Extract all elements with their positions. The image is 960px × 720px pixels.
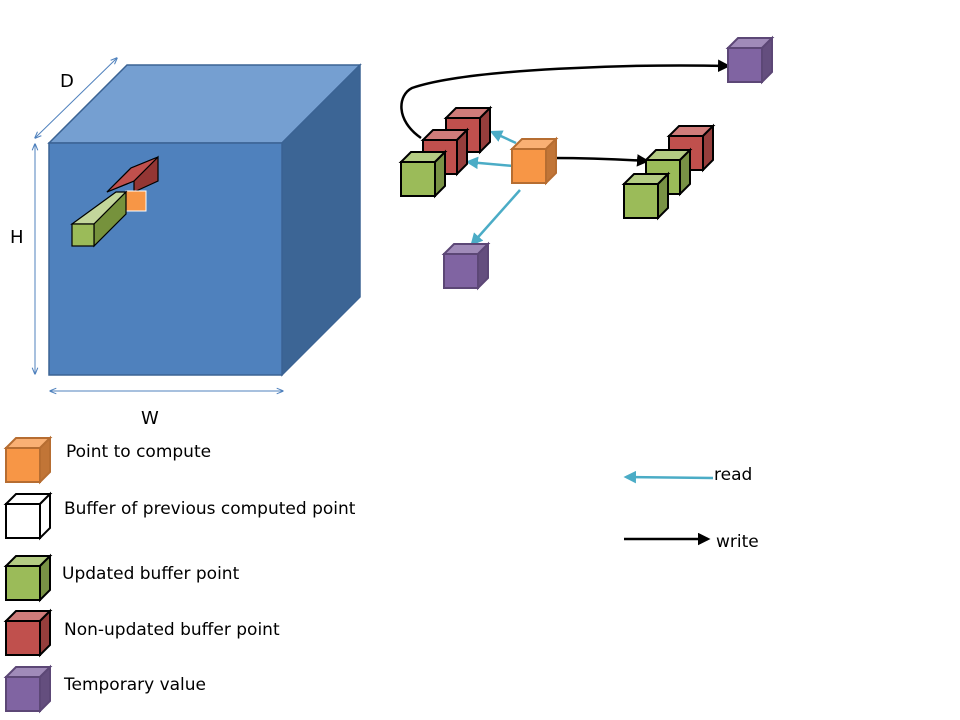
read-key-label: read — [714, 465, 752, 485]
volume-point-to-compute — [125, 190, 147, 212]
legend-label-updated-buffer: Updated buffer point — [62, 564, 240, 584]
legend-icon-buffer-previous — [3, 491, 53, 541]
volume-buffer-red-rod — [106, 155, 159, 193]
read-arrow-down — [470, 189, 521, 246]
legend-icon-updated — [3, 553, 53, 603]
stencil-cubes — [398, 35, 775, 291]
legend-label-point-to-compute: Point to compute — [66, 442, 211, 462]
read-key-arrow — [623, 470, 714, 484]
depth-dimension-line — [35, 58, 117, 138]
legend-icons — [3, 435, 53, 714]
read-arrow-top — [489, 130, 517, 145]
buffer-green-cube — [398, 149, 448, 199]
write-key-label: write — [716, 532, 759, 552]
buffer-green-cube-right-front — [621, 171, 671, 221]
height-axis-label: H — [10, 227, 24, 248]
legend-icon-non-updated — [3, 608, 53, 658]
temporary-value-cube-bottom — [441, 241, 491, 291]
temporary-value-cube-top — [725, 35, 775, 85]
point-to-compute-cube — [509, 136, 559, 186]
legend-label-buffer-previous: Buffer of previous computed point — [64, 499, 356, 519]
volume-front-face — [48, 142, 283, 376]
legend-icon-temporary — [3, 664, 53, 714]
write-arrow-to-temporary — [400, 59, 731, 140]
depth-axis-label: D — [60, 71, 74, 92]
legend-icon-point — [3, 435, 53, 485]
legend-label-non-updated-buffer: Non-updated buffer point — [64, 620, 280, 640]
write-arrow-to-buffer — [551, 154, 650, 167]
read-arrow-middle — [465, 156, 514, 170]
legend-label-temporary-value: Temporary value — [63, 675, 206, 695]
volume-buffer-green-rod — [70, 190, 128, 248]
data-volume — [47, 63, 362, 377]
width-axis-label: W — [141, 408, 159, 429]
